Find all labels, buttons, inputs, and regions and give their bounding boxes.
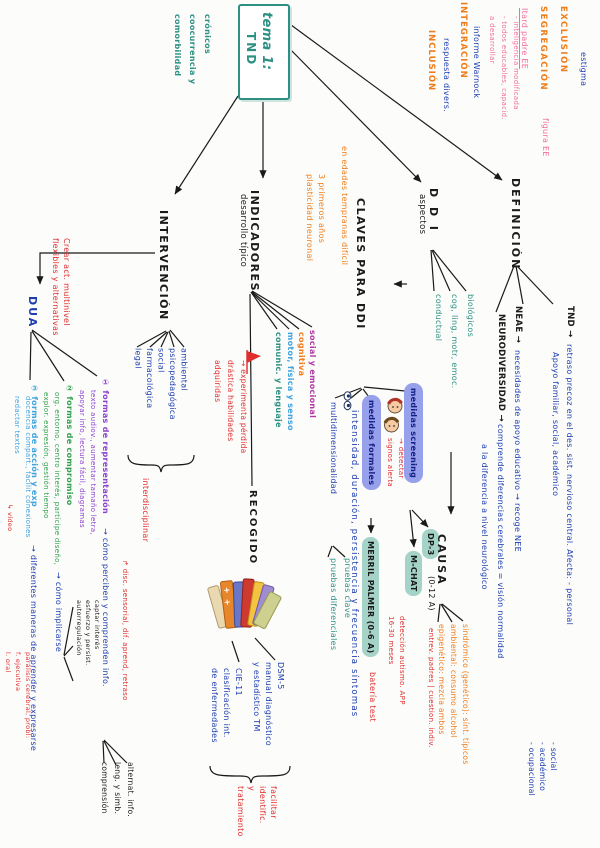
- history-itard: Itard padre EE: [520, 8, 529, 70]
- eyes-icon: [343, 391, 352, 411]
- root-title-line2: TND: [244, 32, 258, 67]
- intervencion-areas: ambiental psicopedagógica social farmaco…: [133, 348, 189, 420]
- dua-p3-det: docencia compart., facilit conexiones re…: [13, 396, 32, 538]
- dua-p3: ③ formas de acción y exp: [30, 384, 39, 508]
- rama-motor: motor, física y senso: [286, 332, 295, 431]
- dua-p1-alerta: ↱ disc. sensorial, dif. aprend, retraso: [121, 560, 129, 701]
- node-indicadores: INDICADORES: [248, 190, 261, 292]
- history-inclusion: INCLUSIÓN: [426, 30, 436, 92]
- claves-mchat-nota: detección autismo. APP 16-30 meses: [387, 616, 406, 705]
- def-tnd-text: retraso precoz en el des. sist. nervioso…: [565, 344, 574, 626]
- claves-intensidad: intensidad, duración, persistencia y fre…: [349, 410, 359, 718]
- history-warnock: informe Warnock: [472, 26, 481, 99]
- root-topic-box: [238, 4, 290, 100]
- dua-p1-det: texto audiov., aumentar tamaño letra, ap…: [78, 390, 97, 535]
- history-estigma: estigma: [579, 52, 588, 87]
- node-claves: CLAVES PARA DDI: [354, 198, 367, 330]
- dua-p1-cont: → cómo perciben y comprenden info.: [101, 528, 110, 687]
- node-causa: CAUSA: [435, 534, 448, 586]
- dua-p3-cont: → diferentes maneras de aprender y expre…: [29, 545, 38, 752]
- dua-p2-hojas: captar interés esfuerzo y persist. autor…: [75, 600, 101, 666]
- indicadores-alerta: → experimenta pérdida drástica habilidad…: [213, 360, 248, 454]
- recogido-nota: facilitar identific. y tratamiento: [236, 786, 278, 837]
- def-neae-text: necesidades de apoyo educativo → recoge …: [513, 350, 522, 552]
- history-figura-ee: figura EE: [541, 118, 550, 157]
- def-neuro-text: comprende diferencias cerebrales = visió…: [496, 424, 505, 659]
- node-definicion: DEFINICIÓN: [509, 178, 522, 271]
- def-kw-neae: NEAE →: [513, 306, 523, 344]
- rama-comunicacion: comunic. y lenguaje: [274, 332, 283, 428]
- root-title-line1: tema 1:: [259, 12, 274, 71]
- node-dua: DUA: [26, 296, 39, 329]
- claves-dp3-nota: entrev. padres | cuestion. indiv.: [427, 628, 435, 748]
- claves-note: en edades tempranas difícil: [340, 146, 349, 266]
- dua-p3-extra: ↳ vídeo: [6, 504, 14, 532]
- causa-items: sindrómico (genético): sínt. típicos amb…: [437, 624, 470, 765]
- claves-multidim: multidimensionalidad: [329, 402, 338, 495]
- dua-p2-det: org. entorno, centro interés, partícipe …: [42, 392, 61, 566]
- children-faces-icon: [383, 397, 403, 433]
- claves-pruebas: pruebas clave pruebas diferenciales: [329, 558, 352, 651]
- def-tnd-list: - social - académico - ocupacional: [527, 742, 558, 797]
- node-intervencion: INTERVENCIÓN: [157, 210, 170, 321]
- claves-medidas-screening: medidas screening: [405, 384, 422, 483]
- dua-p2: ② formas de compromiso: [65, 384, 74, 506]
- intervencion-nota: interdisciplinar: [141, 478, 150, 543]
- indicadores-sublabel: desarrollo típico: [238, 194, 248, 268]
- books-illustration: [207, 578, 282, 629]
- claves-merril: MERRIL PALMER (0-6 A): [363, 538, 378, 657]
- ddi-aspects: biológicos cog, ling, motr, emoc. conduc…: [434, 294, 475, 389]
- ddi-sublabel: aspectos: [417, 194, 427, 235]
- dua-p2-cont: → cómo implicarse: [54, 572, 63, 653]
- recogido-dsm5: DSM-5 manual diagnóstico y estadístico T…: [252, 662, 285, 746]
- dua-p1: ① formas de representación: [101, 378, 110, 514]
- claves-bateria: batería test: [368, 672, 377, 722]
- def-kw-neuro: NEURODIVERSIDAD →: [496, 314, 506, 422]
- recogido-cie11: CIE-11 clasificación int. de enfermedade…: [210, 668, 243, 743]
- rama-cognitiva: cognitiva: [297, 332, 306, 377]
- claves-dp3: DP-3: [423, 530, 438, 559]
- indicadores-plasticidad: 3 primeros años plasticidad neuronal: [305, 174, 326, 262]
- claves-medidas-formales: medidas formales: [363, 396, 380, 490]
- history-segregacion: SEGREGACIÓN: [538, 6, 548, 92]
- def-tnd-apoyo: Apoyo familiar, social, académico: [551, 352, 560, 497]
- dua-p3-alerta: parálisis cerebral, probl: f. ejecutiva …: [4, 652, 32, 739]
- def-kw-tnd: TND →: [565, 306, 575, 338]
- root-note-cronicos: crónicos coocurrencia y comorbilidad: [173, 14, 212, 85]
- dua-nota: Crear act. multinivel flexibles y altern…: [51, 238, 71, 336]
- node-ddi: D D I: [427, 188, 440, 234]
- rama-social-emocional: social y emocional: [308, 330, 317, 419]
- node-recogido: RECOGIDO: [247, 490, 258, 566]
- claves-mchat: M-CHAT: [406, 552, 421, 595]
- history-itard-notes: - inteligencia modificada - todos educab…: [488, 16, 520, 120]
- history-respuesta: respuesta divers.: [442, 38, 451, 113]
- claves-dp3-rango: (0-12 A): [427, 576, 436, 611]
- dua-p1-hojas: alternat. info. leng. y simb. comprensió…: [100, 762, 135, 818]
- history-exclusion: EXCLUSIÓN: [558, 6, 568, 74]
- history-integracion: INTEGRACIÓN: [458, 2, 468, 79]
- def-neuro-text2: a la diferencia a nivel neurológico: [480, 444, 489, 590]
- claves-detectar: → detectar signos alerta: [386, 438, 405, 487]
